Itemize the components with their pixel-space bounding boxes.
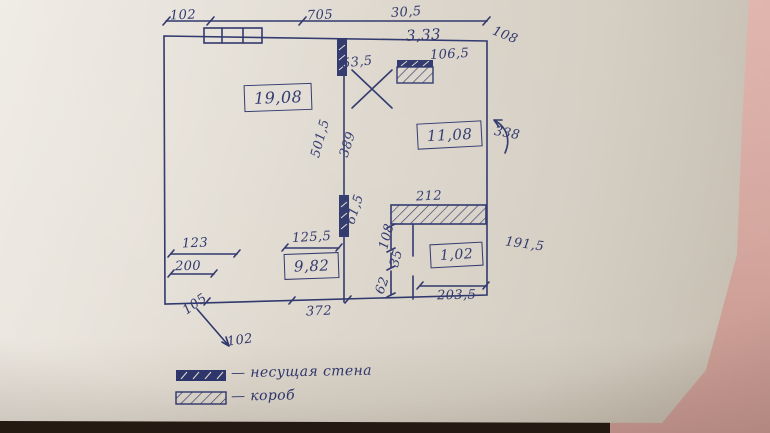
- dimension-705: 705: [306, 7, 334, 24]
- window-symbol: [203, 27, 263, 44]
- dimension-line-123: [167, 249, 241, 258]
- dimension-53-5: 53,5: [341, 53, 374, 72]
- dimension-123: 123: [181, 235, 209, 252]
- arrow-338: [493, 119, 509, 154]
- dimension-203-5: 203,5: [436, 287, 477, 304]
- dimension-line-200: [167, 269, 218, 278]
- dimension-102-top: 102: [169, 7, 197, 24]
- dimension-3-33: 3,33: [405, 25, 442, 45]
- door-cross-mark: [351, 69, 393, 109]
- room-area-9-82: 9,82: [283, 252, 340, 280]
- dimension-200: 200: [174, 258, 202, 275]
- duct-middle: [390, 204, 487, 225]
- dimension-line-203-5: [416, 281, 490, 290]
- legend-wall-label: — несущая стена: [230, 362, 373, 382]
- dimension-column-lines: [386, 223, 396, 298]
- bottom-dimension-ticks: [203, 295, 352, 306]
- legend-wall-symbol: [176, 370, 226, 381]
- dimension-212: 212: [415, 188, 443, 205]
- arrow-102-bottom: [196, 308, 230, 347]
- top-dimension-line: [162, 16, 491, 26]
- dimension-372: 372: [305, 303, 333, 320]
- legend-duct-label: — короб: [230, 387, 296, 405]
- load-bearing-wall-segments: [337, 38, 349, 237]
- legend-duct-symbol: [175, 391, 227, 405]
- dimension-30-5: 30,5: [390, 3, 423, 22]
- outer-walls: [163, 35, 488, 305]
- dimension-106-5: 106,5: [429, 45, 470, 64]
- dimension-125-5: 125,5: [291, 228, 332, 247]
- room-area-1-02: 1,02: [429, 241, 484, 269]
- dimension-line-125-5: [281, 243, 343, 252]
- duct-top: [396, 60, 434, 84]
- room-area-19-08: 19,08: [243, 82, 313, 113]
- room-area-11-08: 11,08: [416, 120, 484, 150]
